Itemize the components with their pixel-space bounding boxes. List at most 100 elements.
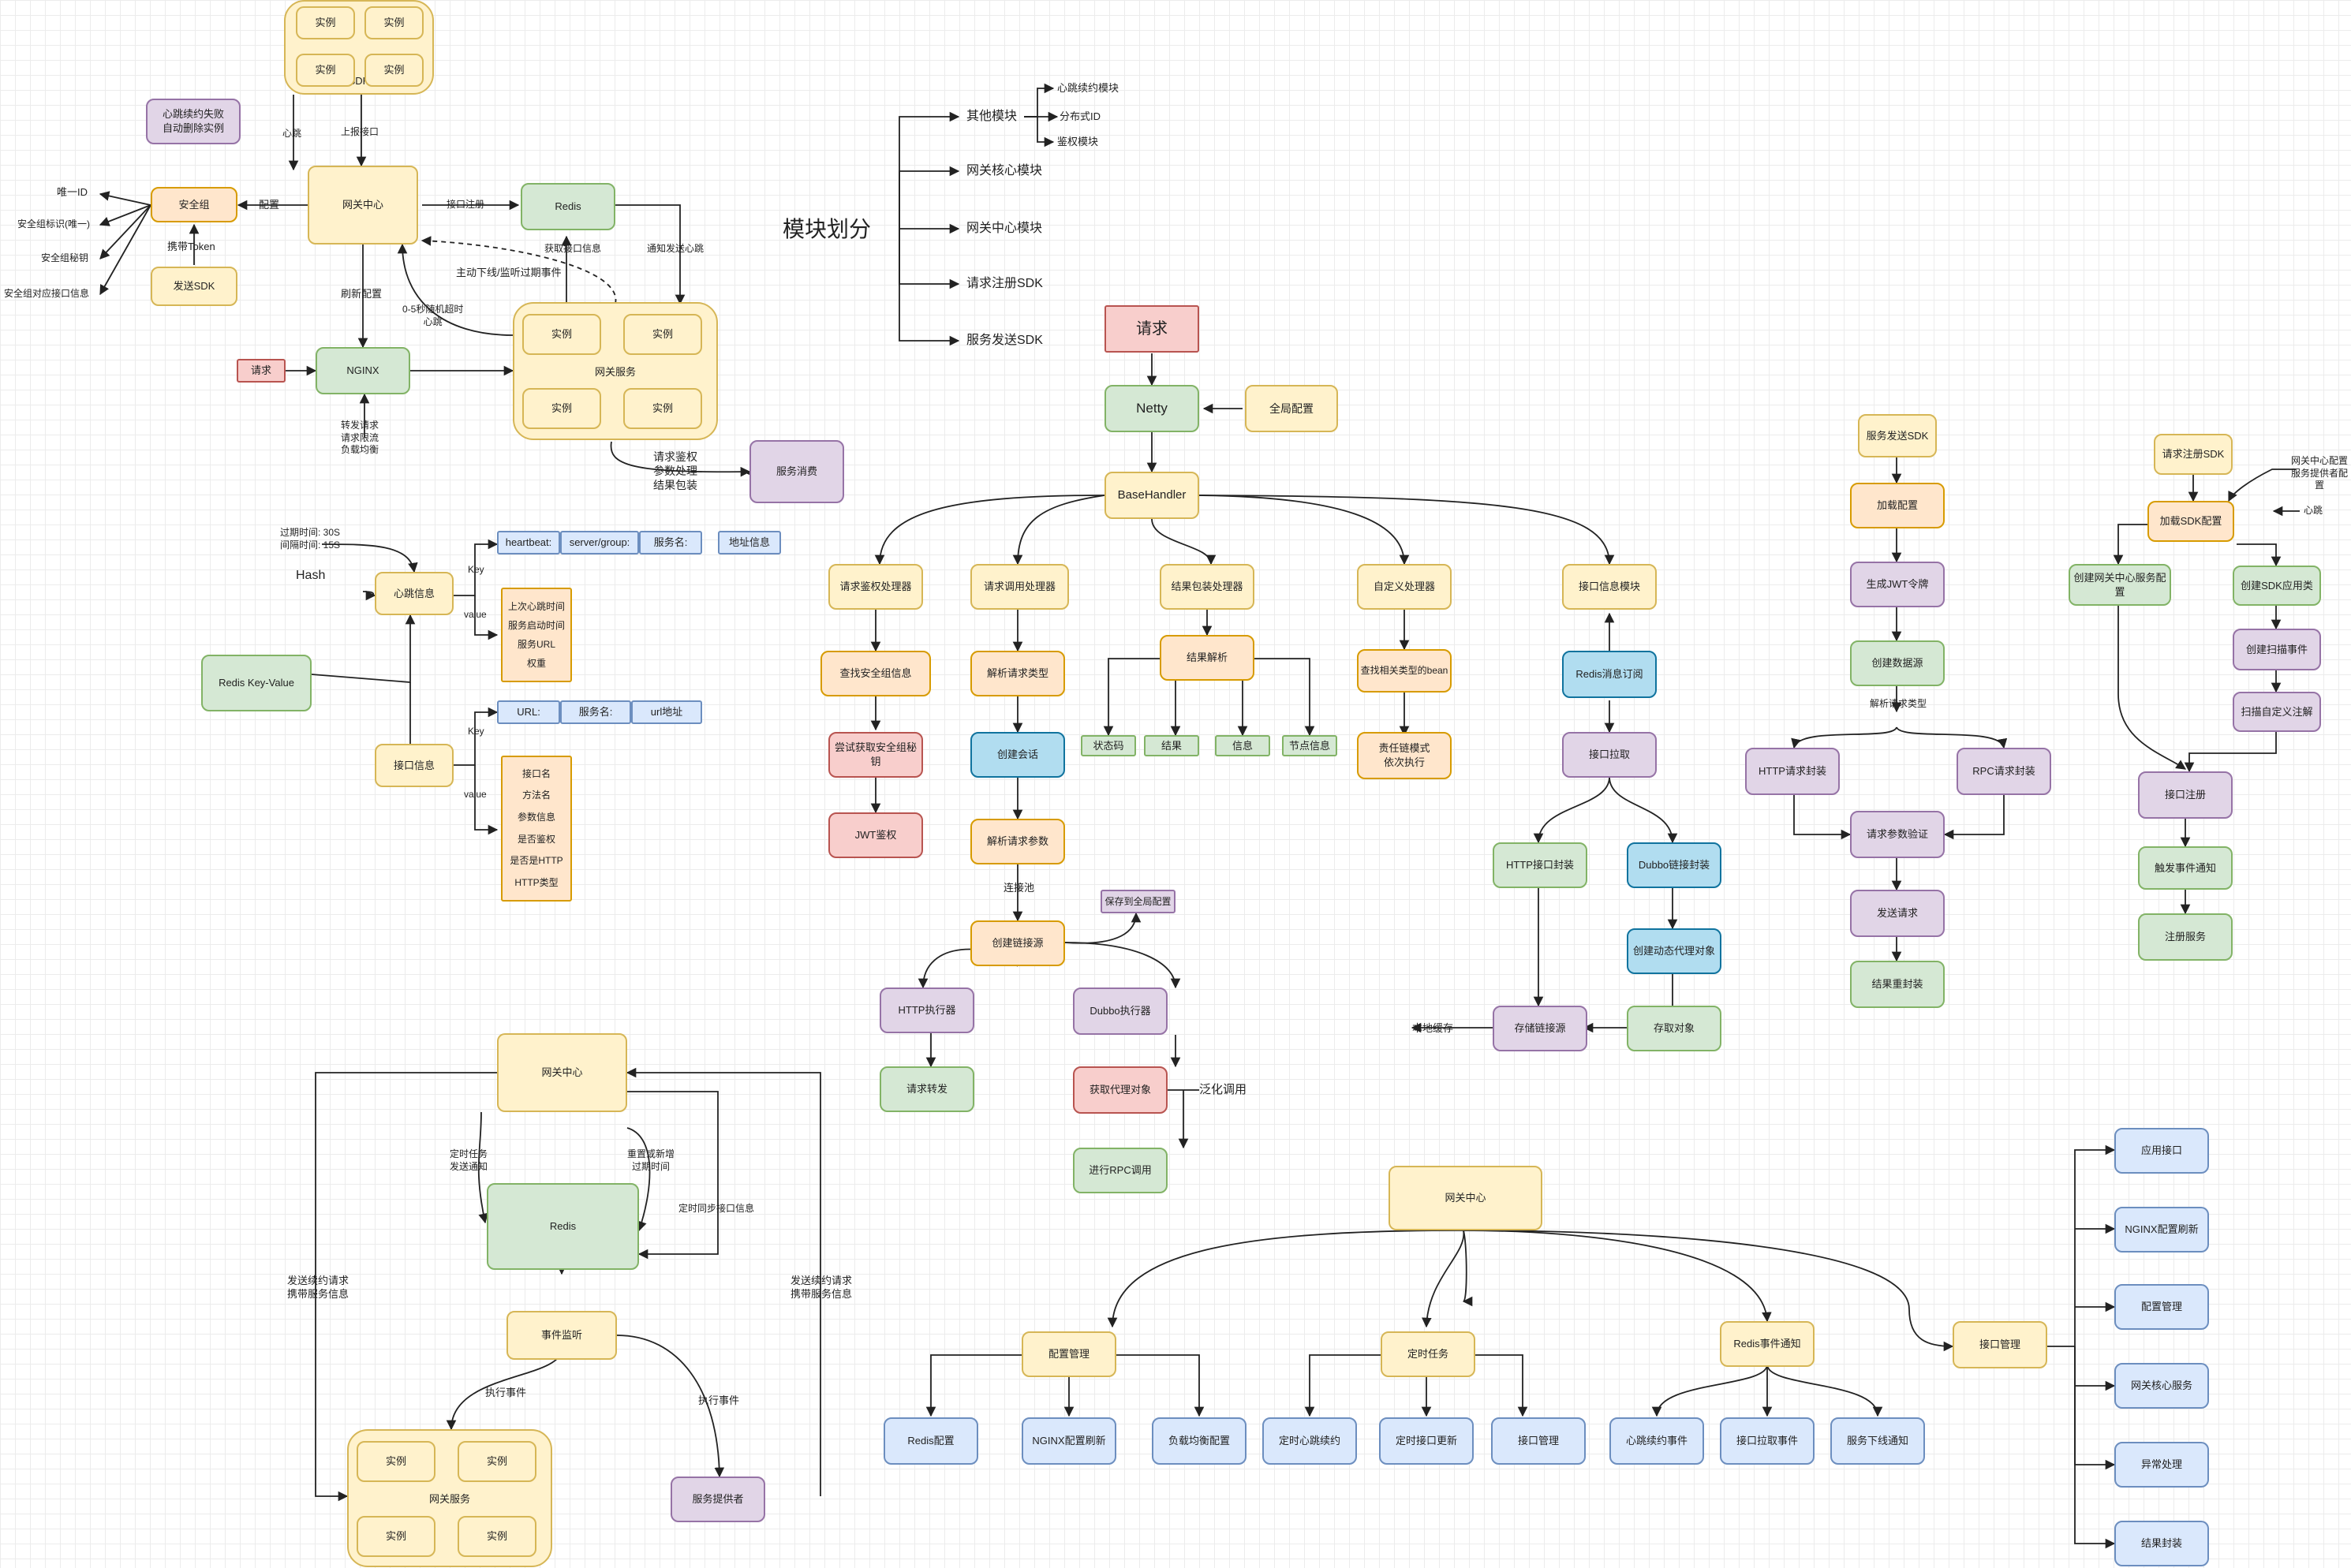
try-key-node[interactable]: 尝试获取安全组秘钥: [828, 732, 923, 778]
tree-right-leaf[interactable]: 网关核心服务: [2114, 1363, 2209, 1409]
tree-redis-evt-node[interactable]: Redis事件通知: [1720, 1321, 1815, 1367]
tree-timer-node[interactable]: 定时任务: [1381, 1331, 1475, 1377]
parse-type-node[interactable]: 解析请求类型: [970, 651, 1065, 696]
if-key-cell[interactable]: url地址: [631, 700, 702, 724]
lc-redis-node[interactable]: Redis: [487, 1183, 639, 1270]
chain-node[interactable]: 责任链模式 依次执行: [1357, 732, 1452, 779]
send-wrap-node[interactable]: 结果重封装: [1850, 961, 1945, 1008]
info-node[interactable]: 信息: [1215, 735, 1270, 756]
redis-sub-node[interactable]: Redis消息订阅: [1562, 651, 1657, 698]
reg-trigger-node[interactable]: 触发事件通知: [2138, 846, 2233, 890]
reg-sdk-title-node[interactable]: 请求注册SDK: [2154, 434, 2233, 475]
result-node[interactable]: 结果: [1144, 735, 1199, 756]
store-obj-node[interactable]: 存取对象: [1627, 1006, 1721, 1051]
send-verify-node[interactable]: 请求参数验证: [1850, 811, 1945, 858]
handler-node[interactable]: 结果包装处理器: [1160, 564, 1254, 610]
reg-scan-node[interactable]: 创建扫描事件: [2233, 629, 2321, 670]
module-item[interactable]: 请求注册SDK: [966, 277, 1043, 290]
module-item[interactable]: 网关核心模块: [966, 164, 1043, 177]
module-item[interactable]: 网关中心模块: [966, 222, 1043, 235]
save-global-node[interactable]: 保存到全局配置: [1101, 890, 1176, 913]
basehandler-node[interactable]: BaseHandler: [1104, 472, 1199, 519]
http-wrap-node[interactable]: HTTP接口封装: [1493, 842, 1587, 888]
heartbeat-info-node[interactable]: 心跳信息: [375, 572, 454, 615]
gateway-center-node[interactable]: 网关中心: [308, 166, 418, 245]
redis-node[interactable]: Redis: [521, 183, 615, 230]
tree-iface-node[interactable]: 接口管理: [1953, 1321, 2047, 1368]
result-parse-node[interactable]: 结果解析: [1160, 635, 1254, 681]
reg-gw-cfg-node[interactable]: 创建网关中心服务配置: [2069, 564, 2171, 606]
tree-right-leaf[interactable]: 配置管理: [2114, 1284, 2209, 1330]
tree-leaf[interactable]: 接口管理: [1491, 1417, 1586, 1465]
lc-instance[interactable]: 实例: [357, 1441, 435, 1482]
module-sub-item[interactable]: 鉴权模块: [1057, 136, 1099, 147]
module-sub-item[interactable]: 心跳续约模块: [1057, 82, 1119, 94]
sdk-instance[interactable]: 实例: [296, 6, 355, 39]
dubbo-exec-node[interactable]: Dubbo执行器: [1073, 987, 1168, 1035]
security-group-node[interactable]: 安全组: [151, 187, 237, 222]
service-instance[interactable]: 实例: [623, 388, 702, 429]
reg-scan-ann-node[interactable]: 扫描自定义注解: [2233, 692, 2321, 732]
send-load-node[interactable]: 加载配置: [1850, 483, 1945, 528]
parse-params-node[interactable]: 解析请求参数: [970, 819, 1065, 864]
lc-instance[interactable]: 实例: [458, 1441, 536, 1482]
hb-key-cell[interactable]: server/group:: [560, 531, 639, 554]
service-instance[interactable]: 实例: [522, 314, 601, 355]
session-node[interactable]: 创建会话: [970, 732, 1065, 778]
service-instance[interactable]: 实例: [623, 314, 702, 355]
status-node[interactable]: 状态码: [1081, 735, 1136, 756]
jwt-node[interactable]: JWT鉴权: [828, 812, 923, 858]
lc-instance[interactable]: 实例: [357, 1516, 435, 1557]
dubbo-wrap-node[interactable]: Dubbo链接封装: [1627, 842, 1721, 888]
proxy-node[interactable]: 创建动态代理对象: [1627, 928, 1721, 974]
request-node[interactable]: 请求: [237, 359, 286, 383]
lc-instance[interactable]: 实例: [458, 1516, 536, 1557]
lc-provider-node[interactable]: 服务提供者: [671, 1477, 765, 1522]
nginx-node[interactable]: NGINX: [316, 347, 410, 394]
service-instance[interactable]: 实例: [522, 388, 601, 429]
tree-right-leaf[interactable]: NGINX配置刷新: [2114, 1207, 2209, 1253]
tree-leaf[interactable]: 定时心跳续约: [1262, 1417, 1357, 1465]
reg-svc-node[interactable]: 注册服务: [2138, 913, 2233, 961]
get-proxy-node[interactable]: 获取代理对象: [1073, 1066, 1168, 1114]
tree-leaf[interactable]: 接口拉取事件: [1720, 1417, 1815, 1465]
send-rpc-node[interactable]: RPC请求封装: [1957, 748, 2051, 795]
tree-right-leaf[interactable]: 结果封装: [2114, 1521, 2209, 1566]
hb-key-cell[interactable]: heartbeat:: [497, 531, 560, 554]
send-http-node[interactable]: HTTP请求封装: [1745, 748, 1840, 795]
rpc-node[interactable]: 进行RPC调用: [1073, 1148, 1168, 1193]
tree-leaf[interactable]: 心跳续约事件: [1609, 1417, 1704, 1465]
tree-leaf[interactable]: 负载均衡配置: [1152, 1417, 1247, 1465]
send-jwt-node[interactable]: 生成JWT令牌: [1850, 562, 1945, 607]
send-sdk-node[interactable]: 发送SDK: [151, 267, 237, 306]
core-request-node[interactable]: 请求: [1104, 305, 1199, 353]
lc-center-node[interactable]: 网关中心: [497, 1033, 627, 1112]
hb-value-box[interactable]: 上次心跳时间 服务启动时间 服务URL 权重: [501, 588, 572, 682]
send-pool-node[interactable]: 创建数据源: [1850, 640, 1945, 686]
http-exec-node[interactable]: HTTP执行器: [880, 987, 974, 1033]
tree-right-leaf[interactable]: 异常处理: [2114, 1442, 2209, 1488]
find-bean-node[interactable]: 查找相关类型的bean: [1357, 649, 1452, 693]
hb-key-cell[interactable]: 地址信息: [718, 531, 781, 554]
handler-node[interactable]: 请求鉴权处理器: [828, 564, 923, 610]
reg-app-node[interactable]: 创建SDK应用类: [2233, 566, 2321, 606]
sdk-instance[interactable]: 实例: [364, 6, 424, 39]
module-item[interactable]: 其他模块: [966, 110, 1018, 123]
if-key-cell[interactable]: URL:: [497, 700, 560, 724]
if-key-cell[interactable]: 服务名:: [560, 700, 631, 724]
netty-node[interactable]: Netty: [1104, 385, 1199, 432]
pull-node[interactable]: 接口拉取: [1562, 732, 1657, 778]
redis-kv-node[interactable]: Redis Key-Value: [201, 655, 312, 711]
consumer-node[interactable]: 服务消费: [749, 440, 844, 503]
reg-load-node[interactable]: 加载SDK配置: [2147, 501, 2234, 542]
module-sub-item[interactable]: 分布式ID: [1060, 110, 1101, 122]
sdk-instance[interactable]: 实例: [364, 54, 424, 87]
tree-leaf[interactable]: NGINX配置刷新: [1022, 1417, 1116, 1465]
tree-leaf[interactable]: 定时接口更新: [1379, 1417, 1474, 1465]
tree-leaf[interactable]: 服务下线通知: [1830, 1417, 1925, 1465]
send-request-node[interactable]: 发送请求: [1850, 890, 1945, 937]
find-security-node[interactable]: 查找安全组信息: [820, 651, 931, 696]
reg-register-node[interactable]: 接口注册: [2138, 771, 2233, 819]
tree-root-node[interactable]: 网关中心: [1389, 1166, 1542, 1230]
handler-node[interactable]: 接口信息模块: [1562, 564, 1657, 610]
